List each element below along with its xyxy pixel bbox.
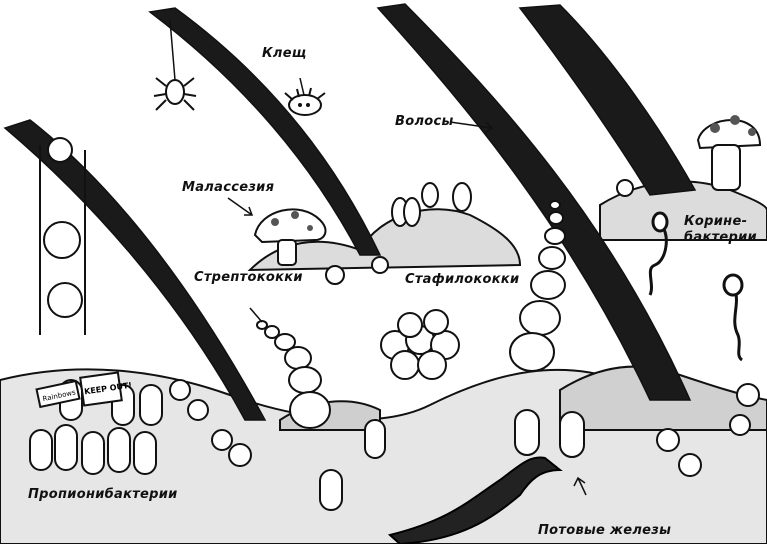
label-staphylococci: Стафилококки bbox=[405, 272, 519, 287]
label-malassezia: Малассезия bbox=[182, 180, 274, 195]
label-corynebacteria-line2: бактерии bbox=[684, 230, 757, 246]
label-propionibacteria: Пропионибактерии bbox=[28, 487, 178, 502]
coccus-icon bbox=[381, 310, 459, 379]
label-streptococci: Стрептококки bbox=[194, 270, 303, 285]
mite-icon bbox=[285, 88, 325, 115]
label-sweat-glands: Потовые железы bbox=[538, 523, 671, 538]
label-corynebacteria-line1: Корине- bbox=[684, 214, 757, 230]
label-mite: Клещ bbox=[262, 46, 307, 61]
hairs bbox=[5, 4, 695, 420]
label-hair: Волосы bbox=[395, 114, 454, 129]
label-corynebacteria: Корине- бактерии bbox=[684, 214, 757, 246]
